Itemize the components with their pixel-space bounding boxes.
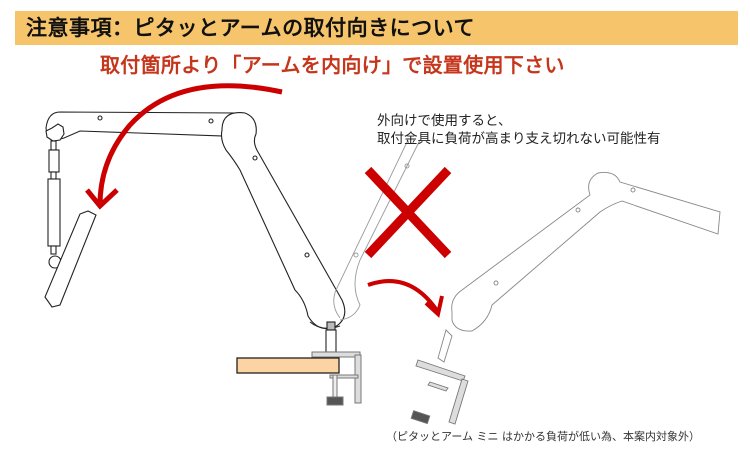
pointer-arrow xyxy=(367,279,444,318)
correct-arm-illustration xyxy=(44,111,346,353)
cross-mark-icon xyxy=(364,166,452,259)
desk-surface xyxy=(236,357,340,374)
warning-note: 外向けで使用すると、 取付金具に負荷が高まり支え切れない可能性有 xyxy=(377,112,661,148)
warning-line-1: 外向けで使用すると、 xyxy=(377,113,512,129)
outward-arm-illustration xyxy=(437,171,721,363)
desk-clamp xyxy=(311,351,362,406)
rotate-inward-arrow xyxy=(85,83,283,210)
ghost-outward-arm xyxy=(333,139,421,321)
page-title: 注意事項：ピタッとアームの取付向きについて xyxy=(26,16,475,40)
warning-line-2: 取付金具に負荷が高まり支え切れない可能性有 xyxy=(377,131,661,147)
instruction-text: 取付箇所より「アームを内向け」で設置使用下さい xyxy=(100,53,565,77)
header-band xyxy=(15,11,738,45)
outward-clamp xyxy=(410,359,469,425)
footnote: （ピタッとアーム ミニ はかかる負荷が低い為、本案内対象外） xyxy=(386,430,701,443)
